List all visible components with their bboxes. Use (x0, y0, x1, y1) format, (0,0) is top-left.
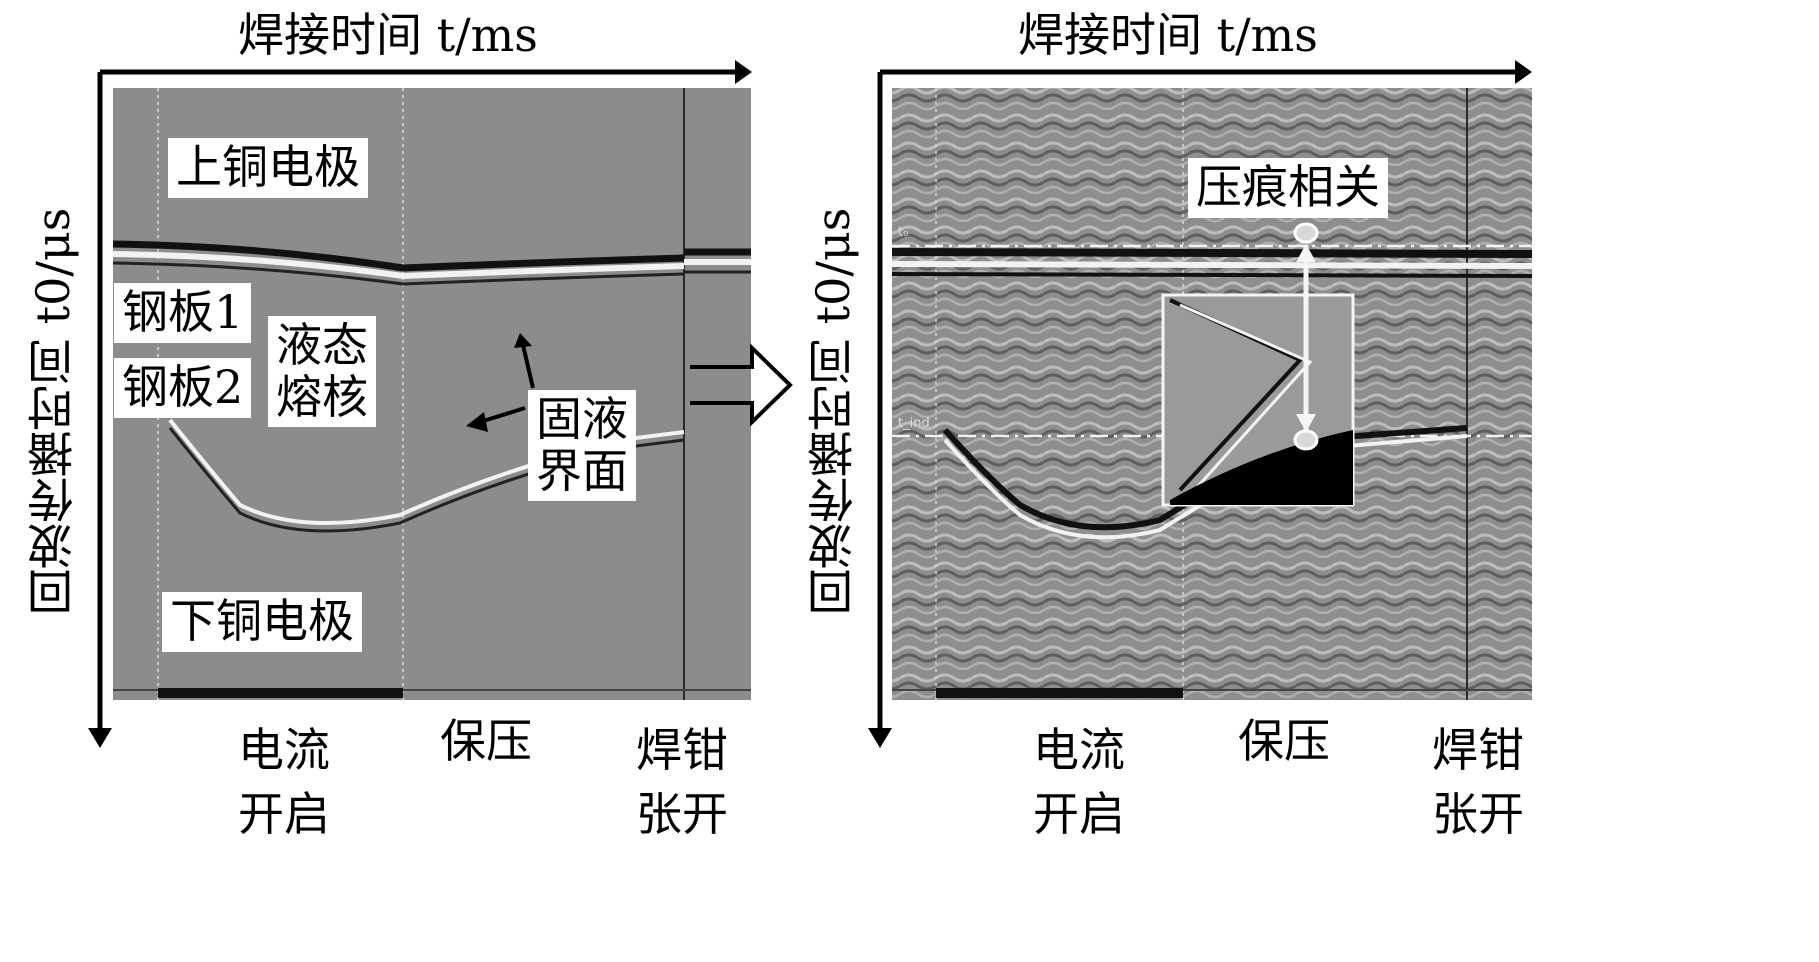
left-phase-current: 电流 开启 (238, 718, 330, 847)
right-phase-current-line1: 电流 (1033, 723, 1125, 777)
left-upper-band-thin (112, 261, 685, 286)
right-inset-curve-light (1179, 303, 1313, 497)
label-solid-liquid-line2: 界面 (536, 443, 628, 498)
right-x-axis-title: 焊接时间 t/ms (1018, 8, 1318, 62)
right-indent-arrow-top (1296, 244, 1316, 262)
label-solid-liquid-interface: 固液 界面 (528, 390, 636, 502)
left-arrow-left-head (466, 412, 488, 432)
right-upper-band-thin (891, 272, 1533, 278)
label-solid-liquid-line1: 固液 (536, 392, 628, 446)
right-phase-open-line2: 张开 (1432, 787, 1524, 842)
left-phase-hold: 保压 (440, 714, 532, 768)
label-steel-plate-1: 钢板1 (114, 283, 252, 343)
right-upper-band-dark (891, 248, 1533, 258)
left-phase-open: 焊钳 张开 (636, 718, 728, 847)
left-x-axis-arrow (735, 60, 752, 84)
left-y-axis-title: 回波传播时间 t0/μs (26, 207, 80, 615)
left-arrow-up (521, 344, 535, 389)
right-tind-marker: t_ind (898, 416, 930, 431)
left-upper-band-dark (112, 240, 685, 272)
right-phase-open: 焊钳 张开 (1432, 718, 1524, 847)
label-upper-electrode: 上铜电极 (168, 138, 368, 198)
left-y-axis-arrow (88, 728, 112, 748)
right-t0-marker: t₀ (898, 225, 908, 240)
right-indent-marker-bottom (1293, 429, 1319, 451)
right-phase-current: 电流 开启 (1033, 718, 1125, 847)
left-upper-band-light (112, 251, 685, 280)
label-liquid-line1: 液态 (276, 318, 368, 372)
label-lower-electrode: 下铜电极 (162, 592, 362, 652)
left-current-bar (158, 688, 403, 698)
right-current-bar (936, 688, 1183, 698)
label-liquid-line2: 熔核 (276, 369, 368, 424)
right-phase-hold: 保压 (1238, 714, 1330, 768)
label-indent-related: 压痕相关 (1188, 158, 1388, 218)
right-phase-current-line2: 开启 (1033, 787, 1125, 842)
left-phase-current-line1: 电流 (238, 723, 330, 777)
right-phase-open-line1: 焊钳 (1432, 723, 1524, 777)
right-y-axis-arrow (868, 728, 892, 748)
left-arrow-up-head (514, 333, 532, 348)
label-liquid-nugget: 液态 熔核 (268, 316, 376, 428)
left-phase-open-line1: 焊钳 (636, 723, 728, 777)
left-phase-open-line2: 张开 (636, 787, 728, 842)
left-x-axis-title: 焊接时间 t/ms (238, 8, 538, 62)
transform-arrow (690, 343, 793, 427)
right-indent-marker-top (1293, 222, 1319, 244)
label-steel-plate-2: 钢板2 (114, 358, 252, 418)
left-arrow-left (479, 406, 526, 424)
right-indent-arrow-bottom (1296, 414, 1316, 432)
left-phase-current-line2: 开启 (238, 787, 330, 842)
right-upper-band-light (891, 261, 1533, 269)
right-y-axis-title: 回波传播时间 t0/μs (806, 207, 860, 615)
right-x-axis-arrow (1515, 60, 1532, 84)
